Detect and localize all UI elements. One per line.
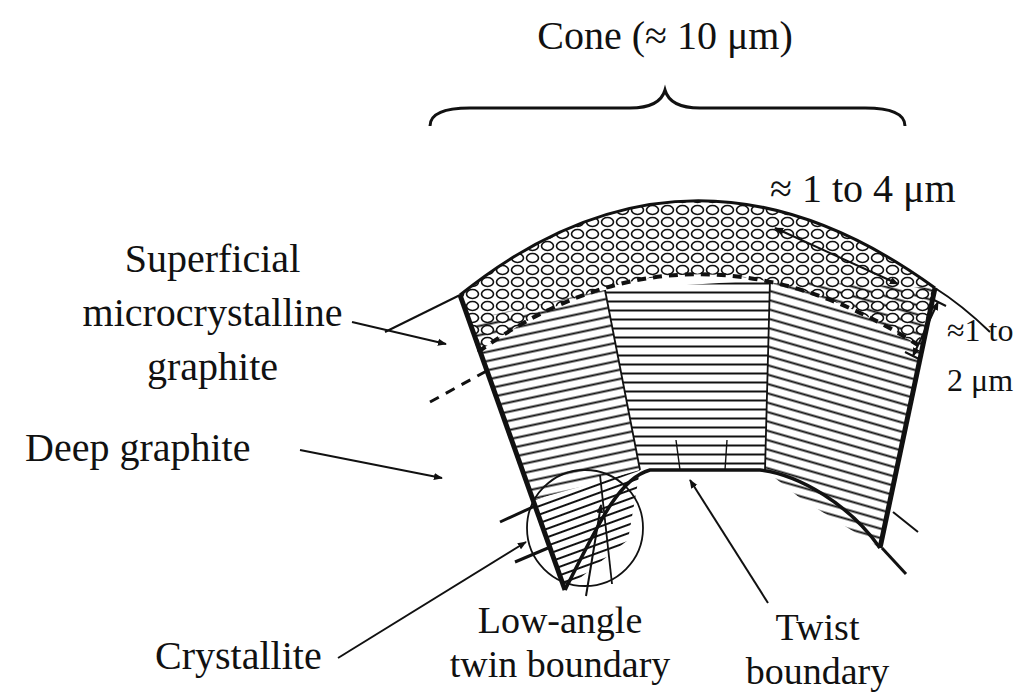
cone-wall: [460, 295, 565, 590]
dimension-arrow: [775, 228, 898, 284]
cone-surface: [460, 201, 935, 295]
boundary-label: Twist boundary: [725, 605, 910, 693]
leader-arrow: [586, 505, 601, 596]
crystallite-circle: [527, 470, 643, 586]
dimension-arrow: [913, 302, 938, 356]
region-label: Deep graphite: [25, 424, 305, 472]
cone-label: Cone (≈ 10 μm): [465, 12, 865, 60]
leader-arrow: [352, 322, 446, 344]
microcrystalline-band: [460, 201, 935, 352]
leader-arrow: [690, 480, 768, 603]
dimension-label: ≈1 to 2 μm: [947, 305, 1022, 405]
cone-brace: [430, 90, 905, 126]
boundary-label: Low-angle twin boundary: [440, 598, 680, 686]
band-lower-edge: [478, 274, 918, 352]
twin-boundary: [600, 475, 612, 584]
region-label: Superficial microcrystalline graphite: [75, 232, 350, 394]
deep-graphite-center: [605, 280, 770, 470]
leader-arrow: [300, 450, 442, 478]
part-label: Crystallite: [155, 632, 355, 680]
dimension-label: ≈ 1 to 4 μm: [770, 165, 1020, 213]
